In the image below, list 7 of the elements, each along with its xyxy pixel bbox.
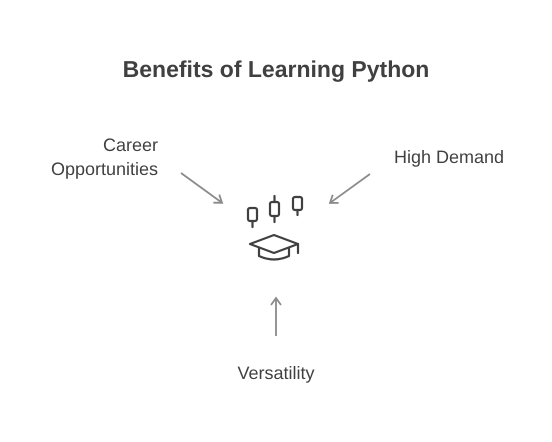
title: Benefits of Learning Python	[122, 55, 430, 84]
benefit-label: Versatility	[236, 362, 316, 385]
benefit-label: Career Opportunities	[50, 134, 158, 181]
arrow	[180, 172, 223, 204]
benefit-label: High Demand	[394, 146, 506, 169]
arrow	[270, 297, 282, 336]
arrow	[329, 173, 371, 204]
